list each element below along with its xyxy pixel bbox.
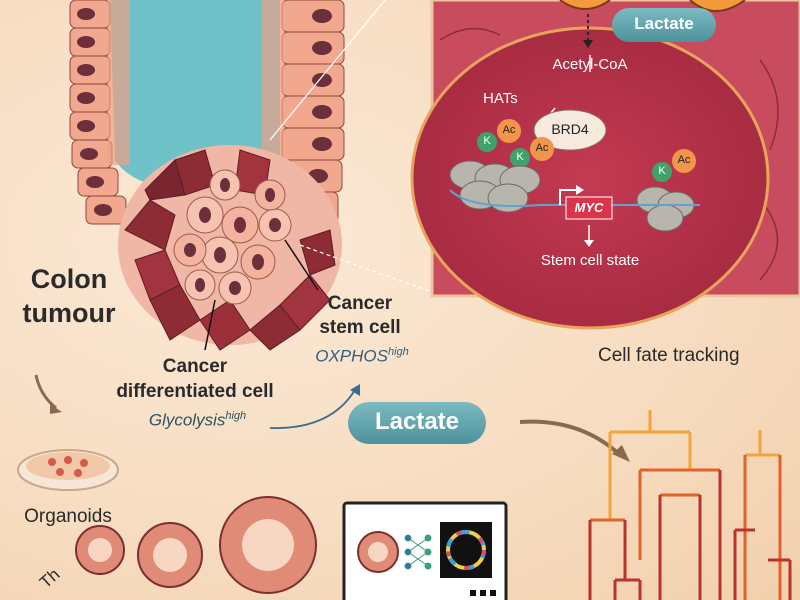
k-label-1: K: [483, 135, 491, 147]
ac-badge-3: [672, 149, 696, 173]
myc-box: [565, 196, 613, 220]
inset-panel: [410, 0, 800, 330]
inset-lactate-pill: [612, 8, 716, 42]
oxphos-sup: high: [387, 346, 409, 358]
glycolysis-label: Glycolysishigh: [110, 410, 285, 431]
hats-label: HATs: [483, 90, 518, 107]
ac-label-1: Ac: [502, 124, 516, 136]
oxphos-label: OXPHOShigh: [292, 346, 432, 367]
stem-cell-state-label: Stem cell state: [540, 252, 640, 269]
k-badge-1: [477, 132, 497, 152]
ac-label-3: Ac: [677, 154, 691, 166]
cancer-diff-cell-label: Cancer differentiated cell: [90, 354, 300, 404]
diff-cell-pointer: [204, 299, 216, 351]
tumour-mass: [118, 145, 342, 351]
mitochondrion-left: [559, 0, 611, 10]
k-label-2: K: [516, 151, 524, 163]
organoid-small: [75, 525, 125, 575]
monitor: [342, 501, 508, 600]
diff-cell-line2: differentiated cell: [116, 381, 274, 402]
cancer-stem-cell-label: Cancer stem cell: [300, 292, 420, 340]
glycolysis-sup: high: [225, 410, 247, 422]
stem-cell-pointer: [284, 239, 319, 291]
zoom-line-top: [269, 0, 386, 141]
colon-tumour-line2: tumour: [22, 298, 116, 328]
diff-cell-line1: Cancer: [162, 356, 228, 377]
lineage-tree: [588, 410, 792, 600]
k-badge-2: [510, 148, 530, 168]
petri-dish: [17, 449, 119, 491]
k-label-3: K: [658, 165, 666, 177]
ac-badge-1: [497, 119, 521, 143]
cell-fate-tracking-label: Cell fate tracking: [598, 345, 740, 366]
arrow-to-tracking: [519, 419, 622, 457]
center-lactate-text: Lactate: [374, 408, 460, 435]
colon-crypt: [69, 0, 433, 351]
k-badge-3: [652, 162, 672, 182]
crypt-left-wall: [69, 0, 130, 225]
ac-label-2: Ac: [535, 142, 549, 154]
oxphos-base: OXPHOS: [315, 346, 388, 366]
stem-cell-line1: Cancer: [327, 293, 393, 314]
organoid-medium: [137, 522, 203, 588]
ac-badge-2: [530, 137, 554, 161]
arrow-glyco-to-oxphos: [269, 389, 356, 429]
acetyl-coa-label: Acetyl-CoA: [552, 56, 628, 73]
inset-lactate-text: Lactate: [634, 14, 694, 33]
glycolysis-base: Glycolysis: [148, 410, 226, 430]
mitochondrion-right: [689, 0, 746, 12]
organoids-label: Organoids: [24, 506, 112, 527]
colon-tumour-line1: Colon: [30, 264, 108, 294]
brd4-bubble: [533, 109, 607, 151]
center-lactate-pill: [348, 402, 486, 444]
neural-net-icon: [404, 534, 432, 570]
brd4-label: BRD4: [551, 121, 589, 137]
stem-cell-line2: stem cell: [319, 317, 401, 338]
myc-label: MYC: [574, 200, 604, 215]
organoid-large: [219, 496, 317, 594]
nucleus: [410, 26, 770, 330]
zoom-line-bottom: [299, 244, 433, 293]
colon-tumour-label: Colon tumour: [14, 262, 124, 330]
arrow-to-organoids: [34, 374, 57, 410]
